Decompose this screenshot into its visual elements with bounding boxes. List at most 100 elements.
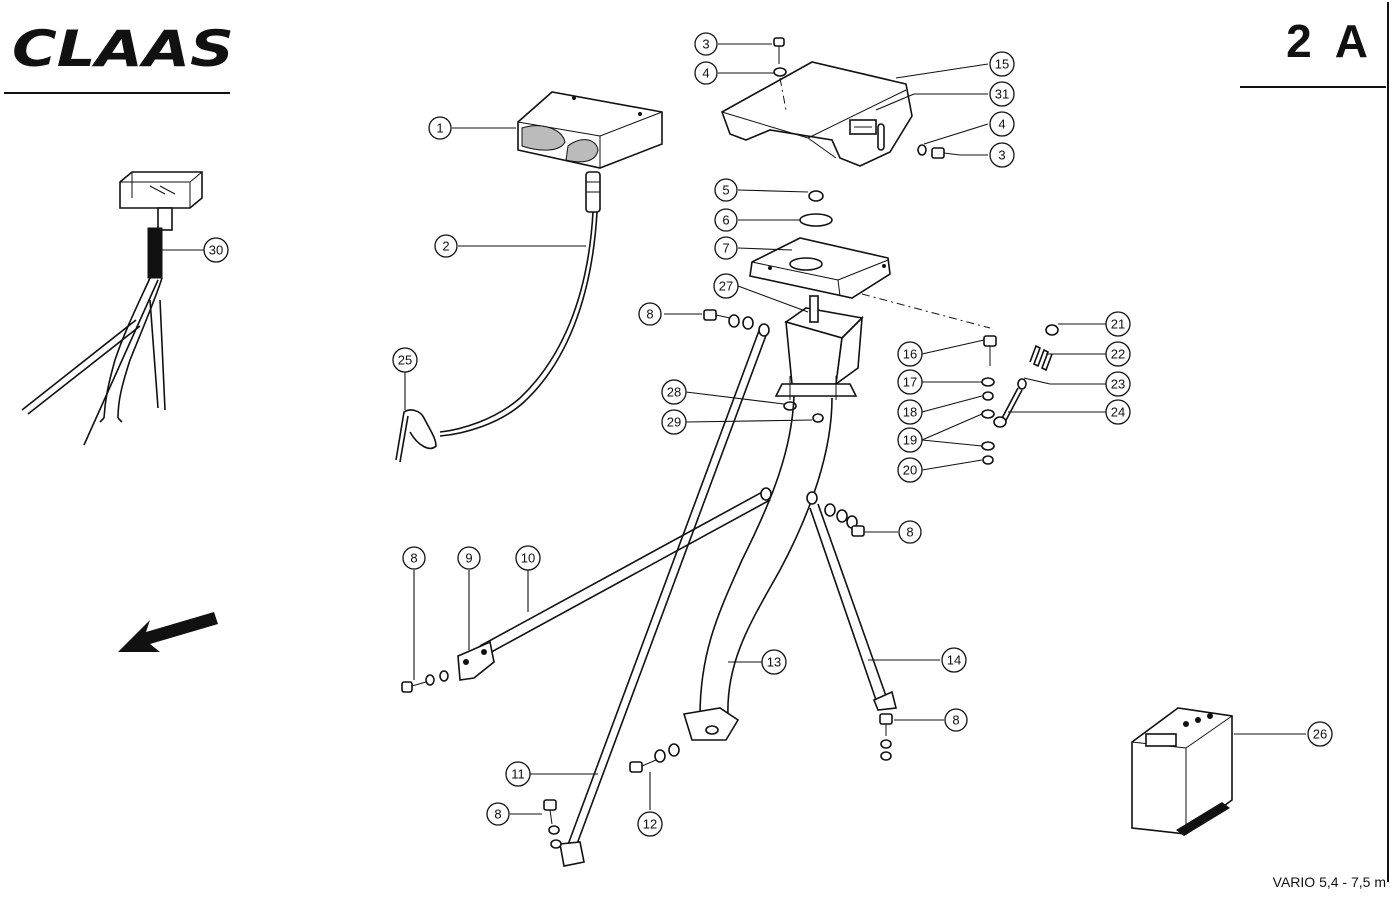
callout-5: 5 — [714, 178, 738, 202]
svg-text:4: 4 — [998, 117, 1005, 132]
part-25-cable-clip — [395, 372, 437, 463]
callout-9: 9 — [457, 546, 481, 570]
part-26-control-unit — [1131, 707, 1306, 836]
svg-text:30: 30 — [209, 243, 223, 258]
svg-text:28: 28 — [667, 385, 681, 400]
callout-28: 28 — [661, 379, 687, 405]
callout-19: 19 — [897, 427, 923, 453]
svg-text:8: 8 — [646, 307, 653, 322]
callout-17: 17 — [897, 369, 923, 395]
svg-text:7: 7 — [722, 241, 729, 256]
svg-text:27: 27 — [719, 279, 733, 294]
svg-text:18: 18 — [903, 405, 917, 420]
svg-text:11: 11 — [511, 767, 525, 782]
parts-5-6-7-mount-plate — [737, 189, 991, 329]
parts-28-29-washer-nut — [685, 391, 824, 423]
callout-22: 22 — [1105, 341, 1131, 367]
parts-16-24-spring-fasteners — [921, 323, 1106, 471]
part-8-bolt-bottom — [510, 799, 562, 849]
model-label: VARIO 5,4 - 7,5 m — [1272, 874, 1386, 890]
svg-text:24: 24 — [1111, 405, 1125, 420]
callout-24: 24 — [1105, 399, 1131, 425]
svg-text:12: 12 — [643, 817, 657, 832]
svg-text:13: 13 — [767, 655, 781, 670]
svg-text:5: 5 — [722, 183, 729, 198]
header-rule-left — [4, 92, 230, 94]
callout-8-lower: 8 — [944, 708, 968, 732]
callout-10: 10 — [515, 545, 541, 571]
callout-18: 18 — [897, 399, 923, 425]
svg-text:8: 8 — [494, 807, 501, 822]
svg-text:8: 8 — [410, 551, 417, 566]
svg-text:19: 19 — [903, 433, 917, 448]
svg-text:6: 6 — [722, 213, 729, 228]
parts-3-4-side-fastener — [917, 123, 989, 159]
svg-text:31: 31 — [995, 87, 1009, 102]
part-27-bracket — [737, 285, 864, 400]
callout-7: 7 — [714, 236, 738, 260]
part-1-lamp-housing — [452, 91, 663, 169]
svg-text:1: 1 — [436, 121, 443, 136]
header-rule-right — [1240, 86, 1386, 88]
callout-8-left: 8 — [402, 546, 426, 570]
callout-23: 23 — [1105, 371, 1131, 397]
svg-text:26: 26 — [1313, 727, 1327, 742]
part-2-cable — [439, 171, 601, 437]
svg-text:14: 14 — [947, 653, 961, 668]
svg-text:21: 21 — [1111, 317, 1125, 332]
callout-14: 14 — [941, 647, 967, 673]
callout-6: 6 — [714, 208, 738, 232]
part-12-bolt — [629, 743, 680, 810]
part-10-cross-strut — [479, 487, 772, 657]
svg-text:29: 29 — [667, 415, 681, 430]
callout-8-right: 8 — [898, 520, 922, 544]
parts-3-4-top-fastener — [718, 37, 787, 111]
svg-text:3: 3 — [998, 148, 1005, 163]
callout-3-side: 3 — [989, 142, 1015, 168]
callout-16: 16 — [897, 341, 923, 367]
svg-text:17: 17 — [903, 375, 917, 390]
callout-11: 11 — [505, 761, 531, 787]
callout-13: 13 — [761, 649, 787, 675]
overview-assembly — [21, 171, 204, 446]
part-11-long-strut — [530, 323, 770, 867]
svg-text:3: 3 — [702, 37, 709, 52]
callout-30: 30 — [203, 237, 229, 263]
callout-29: 29 — [661, 409, 687, 435]
part-15-cover — [721, 61, 989, 167]
callout-15: 15 — [989, 51, 1015, 77]
brand-logo-text: CLAAS — [12, 22, 234, 74]
callout-12: 12 — [637, 811, 663, 837]
svg-text:23: 23 — [1111, 377, 1125, 392]
svg-text:8: 8 — [906, 525, 913, 540]
callout-1: 1 — [428, 116, 452, 140]
svg-text:4: 4 — [702, 66, 709, 81]
part-8-bolt-upper — [664, 309, 754, 330]
svg-text:2: 2 — [442, 239, 449, 254]
callout-27: 27 — [713, 273, 739, 299]
svg-text:25: 25 — [398, 353, 412, 368]
callout-26: 26 — [1307, 721, 1333, 747]
callout-4-side: 4 — [989, 111, 1015, 137]
callout-25: 25 — [392, 347, 418, 373]
callout-31: 31 — [989, 81, 1015, 107]
callout-8-upper: 8 — [638, 302, 662, 326]
callout-20: 20 — [897, 457, 923, 483]
svg-text:10: 10 — [521, 551, 535, 566]
callout-8-bottom: 8 — [486, 802, 510, 826]
part-8-bolt-lower — [879, 713, 944, 761]
page-code: 2 A — [1286, 15, 1374, 67]
svg-text:9: 9 — [465, 551, 472, 566]
part-13-main-post — [682, 395, 833, 741]
part-9-clamp-bracket — [457, 570, 495, 681]
callout-3-top: 3 — [694, 32, 718, 56]
svg-text:16: 16 — [903, 347, 917, 362]
part-8-bolt-left — [401, 570, 449, 693]
brand-logo: CLAAS — [12, 22, 234, 74]
svg-text:8: 8 — [952, 713, 959, 728]
callout-4-top: 4 — [694, 61, 718, 85]
frame-right — [1387, 2, 1389, 882]
callout-2: 2 — [434, 234, 458, 258]
